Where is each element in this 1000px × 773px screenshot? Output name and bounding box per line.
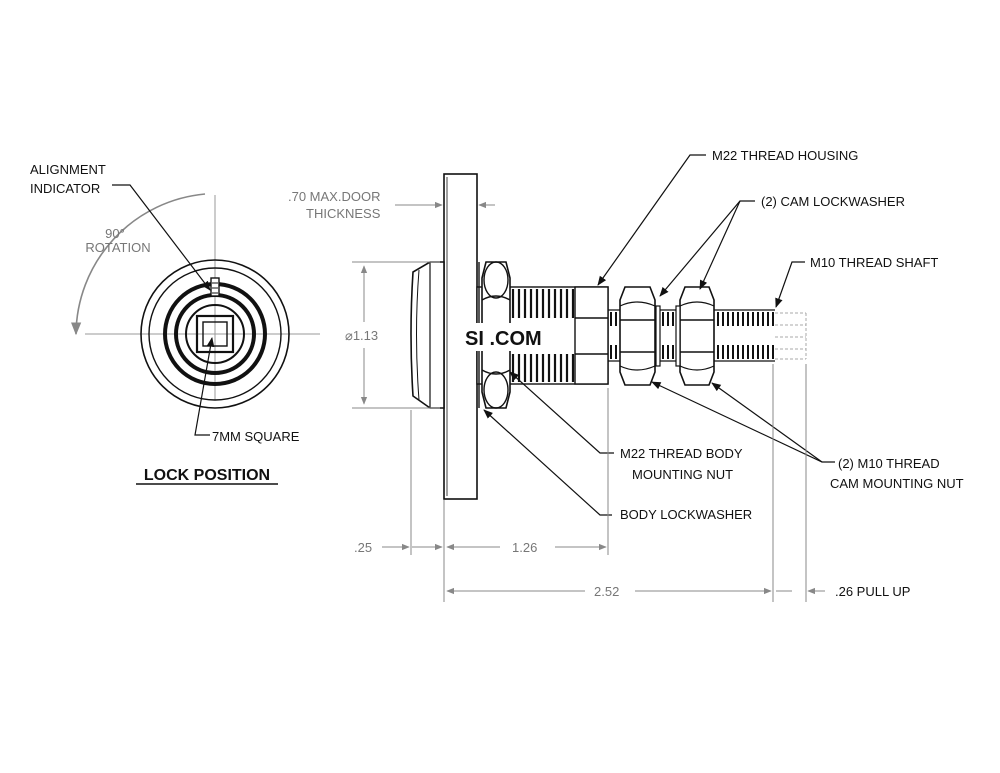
alignment-label-1: ALIGNMENT <box>30 162 106 177</box>
leader-shaft <box>775 261 805 308</box>
callout-shaft: M10 THREAD SHAFT <box>810 255 938 270</box>
alignment-label-2: INDICATOR <box>30 181 100 196</box>
callout-cam-nut-1: (2) M10 THREAD <box>838 456 940 471</box>
lock-front-view <box>71 184 320 436</box>
rotation-label-2: ROTATION <box>85 240 150 255</box>
cam-lockwasher-1 <box>655 305 661 367</box>
dimension-lines <box>352 201 825 602</box>
leader-body-lockwasher <box>483 409 612 516</box>
dim-diameter: ⌀1.13 <box>345 328 378 343</box>
cam-nut-2 <box>679 286 715 386</box>
housing-end <box>574 286 609 385</box>
pullup-ghost <box>775 312 807 360</box>
dim-pullup: .26 PULL UP <box>835 584 910 599</box>
plug-face <box>185 304 245 364</box>
leader-cam-washer-1 <box>659 200 755 297</box>
square-label: 7MM SQUARE <box>212 429 300 444</box>
rotation-label-1: 90° <box>105 226 125 241</box>
dim-door-1: .70 MAX.DOOR <box>288 189 380 204</box>
square-drive-inner <box>202 321 228 347</box>
lock-position-title: LOCK POSITION <box>144 467 270 484</box>
dim-252: 2.52 <box>594 584 619 599</box>
housing-stamp: SI .COM <box>465 328 542 350</box>
callout-body-lockwasher: BODY LOCKWASHER <box>620 507 752 522</box>
outer-ring-inner <box>148 267 282 401</box>
callout-cam-lockwasher: (2) CAM LOCKWASHER <box>761 194 905 209</box>
alignment-notch-detail <box>212 282 218 294</box>
square-drive <box>195 314 235 354</box>
dim-door-2: THICKNESS <box>306 206 381 221</box>
alignment-notch <box>210 277 220 297</box>
rotation-arc <box>71 193 206 336</box>
dim-025: .25 <box>354 540 372 555</box>
bezel-head <box>410 261 445 409</box>
alignment-leader <box>112 184 211 291</box>
leader-cam-nut-2 <box>711 382 823 463</box>
callout-body-nut-2: MOUNTING NUT <box>632 467 733 482</box>
leader-body-nut <box>509 371 614 454</box>
callout-body-nut-1: M22 THREAD BODY <box>620 446 743 461</box>
cam-lockwasher-2 <box>675 305 681 367</box>
callout-cam-nut-2: CAM MOUNTING NUT <box>830 476 964 491</box>
cam-nut-1 <box>619 286 656 386</box>
lock-side-view: SI .COM <box>352 154 835 602</box>
square-leader <box>194 337 215 436</box>
outer-ring <box>140 259 290 409</box>
leader-housing <box>597 154 706 286</box>
dim-126: 1.26 <box>512 540 537 555</box>
callout-housing: M22 THREAD HOUSING <box>712 148 858 163</box>
leader-cam-washer-2 <box>699 200 741 290</box>
